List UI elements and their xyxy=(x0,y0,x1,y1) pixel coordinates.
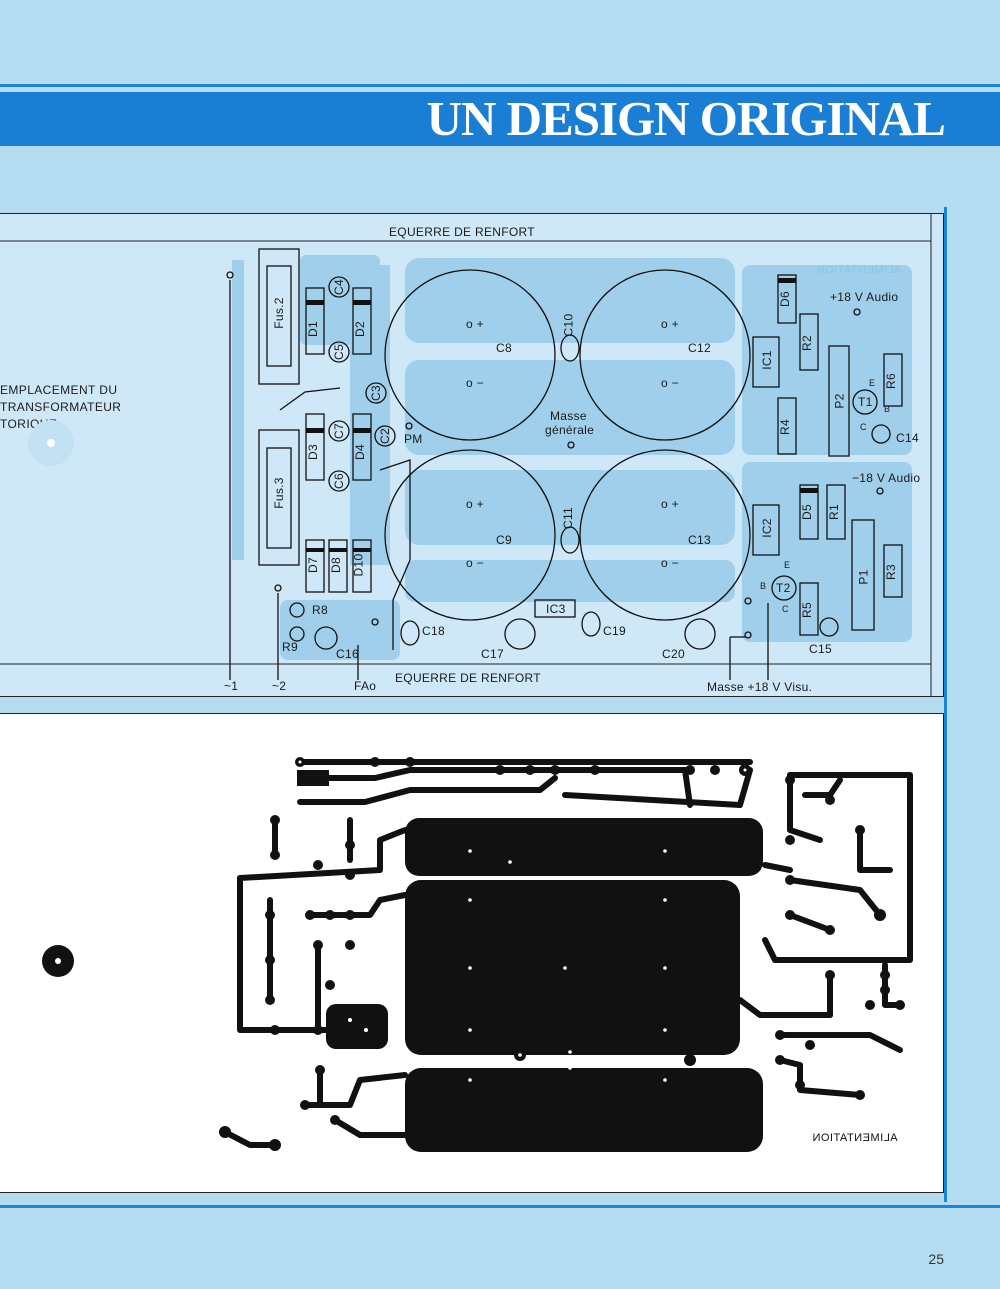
generale-label: générale xyxy=(545,423,595,437)
capacitor-c15-label: C15 xyxy=(809,642,832,656)
capacitor-c14-label: C14 xyxy=(896,431,919,445)
c9-plus-pin: o + xyxy=(466,497,484,511)
t1-emitter: E xyxy=(869,378,876,388)
capacitor-c13-label: C13 xyxy=(688,533,711,547)
c12-minus-pin: o − xyxy=(661,376,679,390)
c12-plus-pin: o + xyxy=(661,317,679,331)
capacitor-c12-label: C12 xyxy=(688,341,711,355)
t1-base: B xyxy=(884,404,891,414)
transformer-note-line: TRANSFORMATEUR xyxy=(0,400,122,414)
plus18-audio-label: +18 V Audio xyxy=(830,290,899,304)
header-banner xyxy=(0,92,1000,146)
t2-collector: C xyxy=(782,604,789,614)
fao-label: FAo xyxy=(354,679,377,693)
mirrored-power-tag-bottom: ALIMENTATION xyxy=(812,1132,898,1144)
capacitor-c9-label: C9 xyxy=(496,533,512,547)
resistor-r9-label: R9 xyxy=(282,640,298,654)
t2-base: B xyxy=(760,581,767,591)
c13-plus-pin: o + xyxy=(661,497,679,511)
bottom-bracket-label: EQUERRE DE RENFORT xyxy=(395,671,541,685)
resistor-r8-label: R8 xyxy=(312,603,328,617)
pm-label: PM xyxy=(404,432,423,446)
masse-visu-label: Masse +18 V Visu. xyxy=(707,680,813,694)
t2-emitter: E xyxy=(784,560,791,570)
transistor-t2-label: T2 xyxy=(776,581,791,595)
masse-label: Masse xyxy=(550,409,587,423)
top-rule xyxy=(0,84,1000,87)
capacitor-c19-label: C19 xyxy=(603,624,626,638)
mounting-hole xyxy=(28,420,74,466)
capacitor-c16-label: C16 xyxy=(336,647,359,661)
c13-minus-pin: o − xyxy=(661,556,679,570)
c8-minus-pin: o − xyxy=(466,376,484,390)
bottom-rule xyxy=(0,1205,1000,1208)
transistor-t1-label: T1 xyxy=(858,395,873,409)
page-number: 25 xyxy=(928,1251,944,1267)
c9-minus-pin: o − xyxy=(466,556,484,570)
ac-input-2-label: ~2 xyxy=(272,679,287,693)
c8-plus-pin: o + xyxy=(466,317,484,331)
top-bracket-label: EQUERRE DE RENFORT xyxy=(389,225,535,239)
page-title: UN DESIGN ORIGINAL xyxy=(426,91,946,146)
t1-collector: C xyxy=(860,422,867,432)
mounting-hole-dark xyxy=(42,945,74,977)
ic3-label: IC3 xyxy=(546,602,566,616)
minus18-audio-label: −18 V Audio xyxy=(852,471,921,485)
capacitor-c20-label: C20 xyxy=(662,647,685,661)
capacitor-c8-label: C8 xyxy=(496,341,512,355)
capacitor-c18-label: C18 xyxy=(422,624,445,638)
capacitor-c17-label: C17 xyxy=(481,647,504,661)
transformer-note-line: EMPLACEMENT DU xyxy=(0,383,118,397)
right-edge-rule xyxy=(944,207,947,1202)
ac-input-1-label: ~1 xyxy=(224,679,239,693)
